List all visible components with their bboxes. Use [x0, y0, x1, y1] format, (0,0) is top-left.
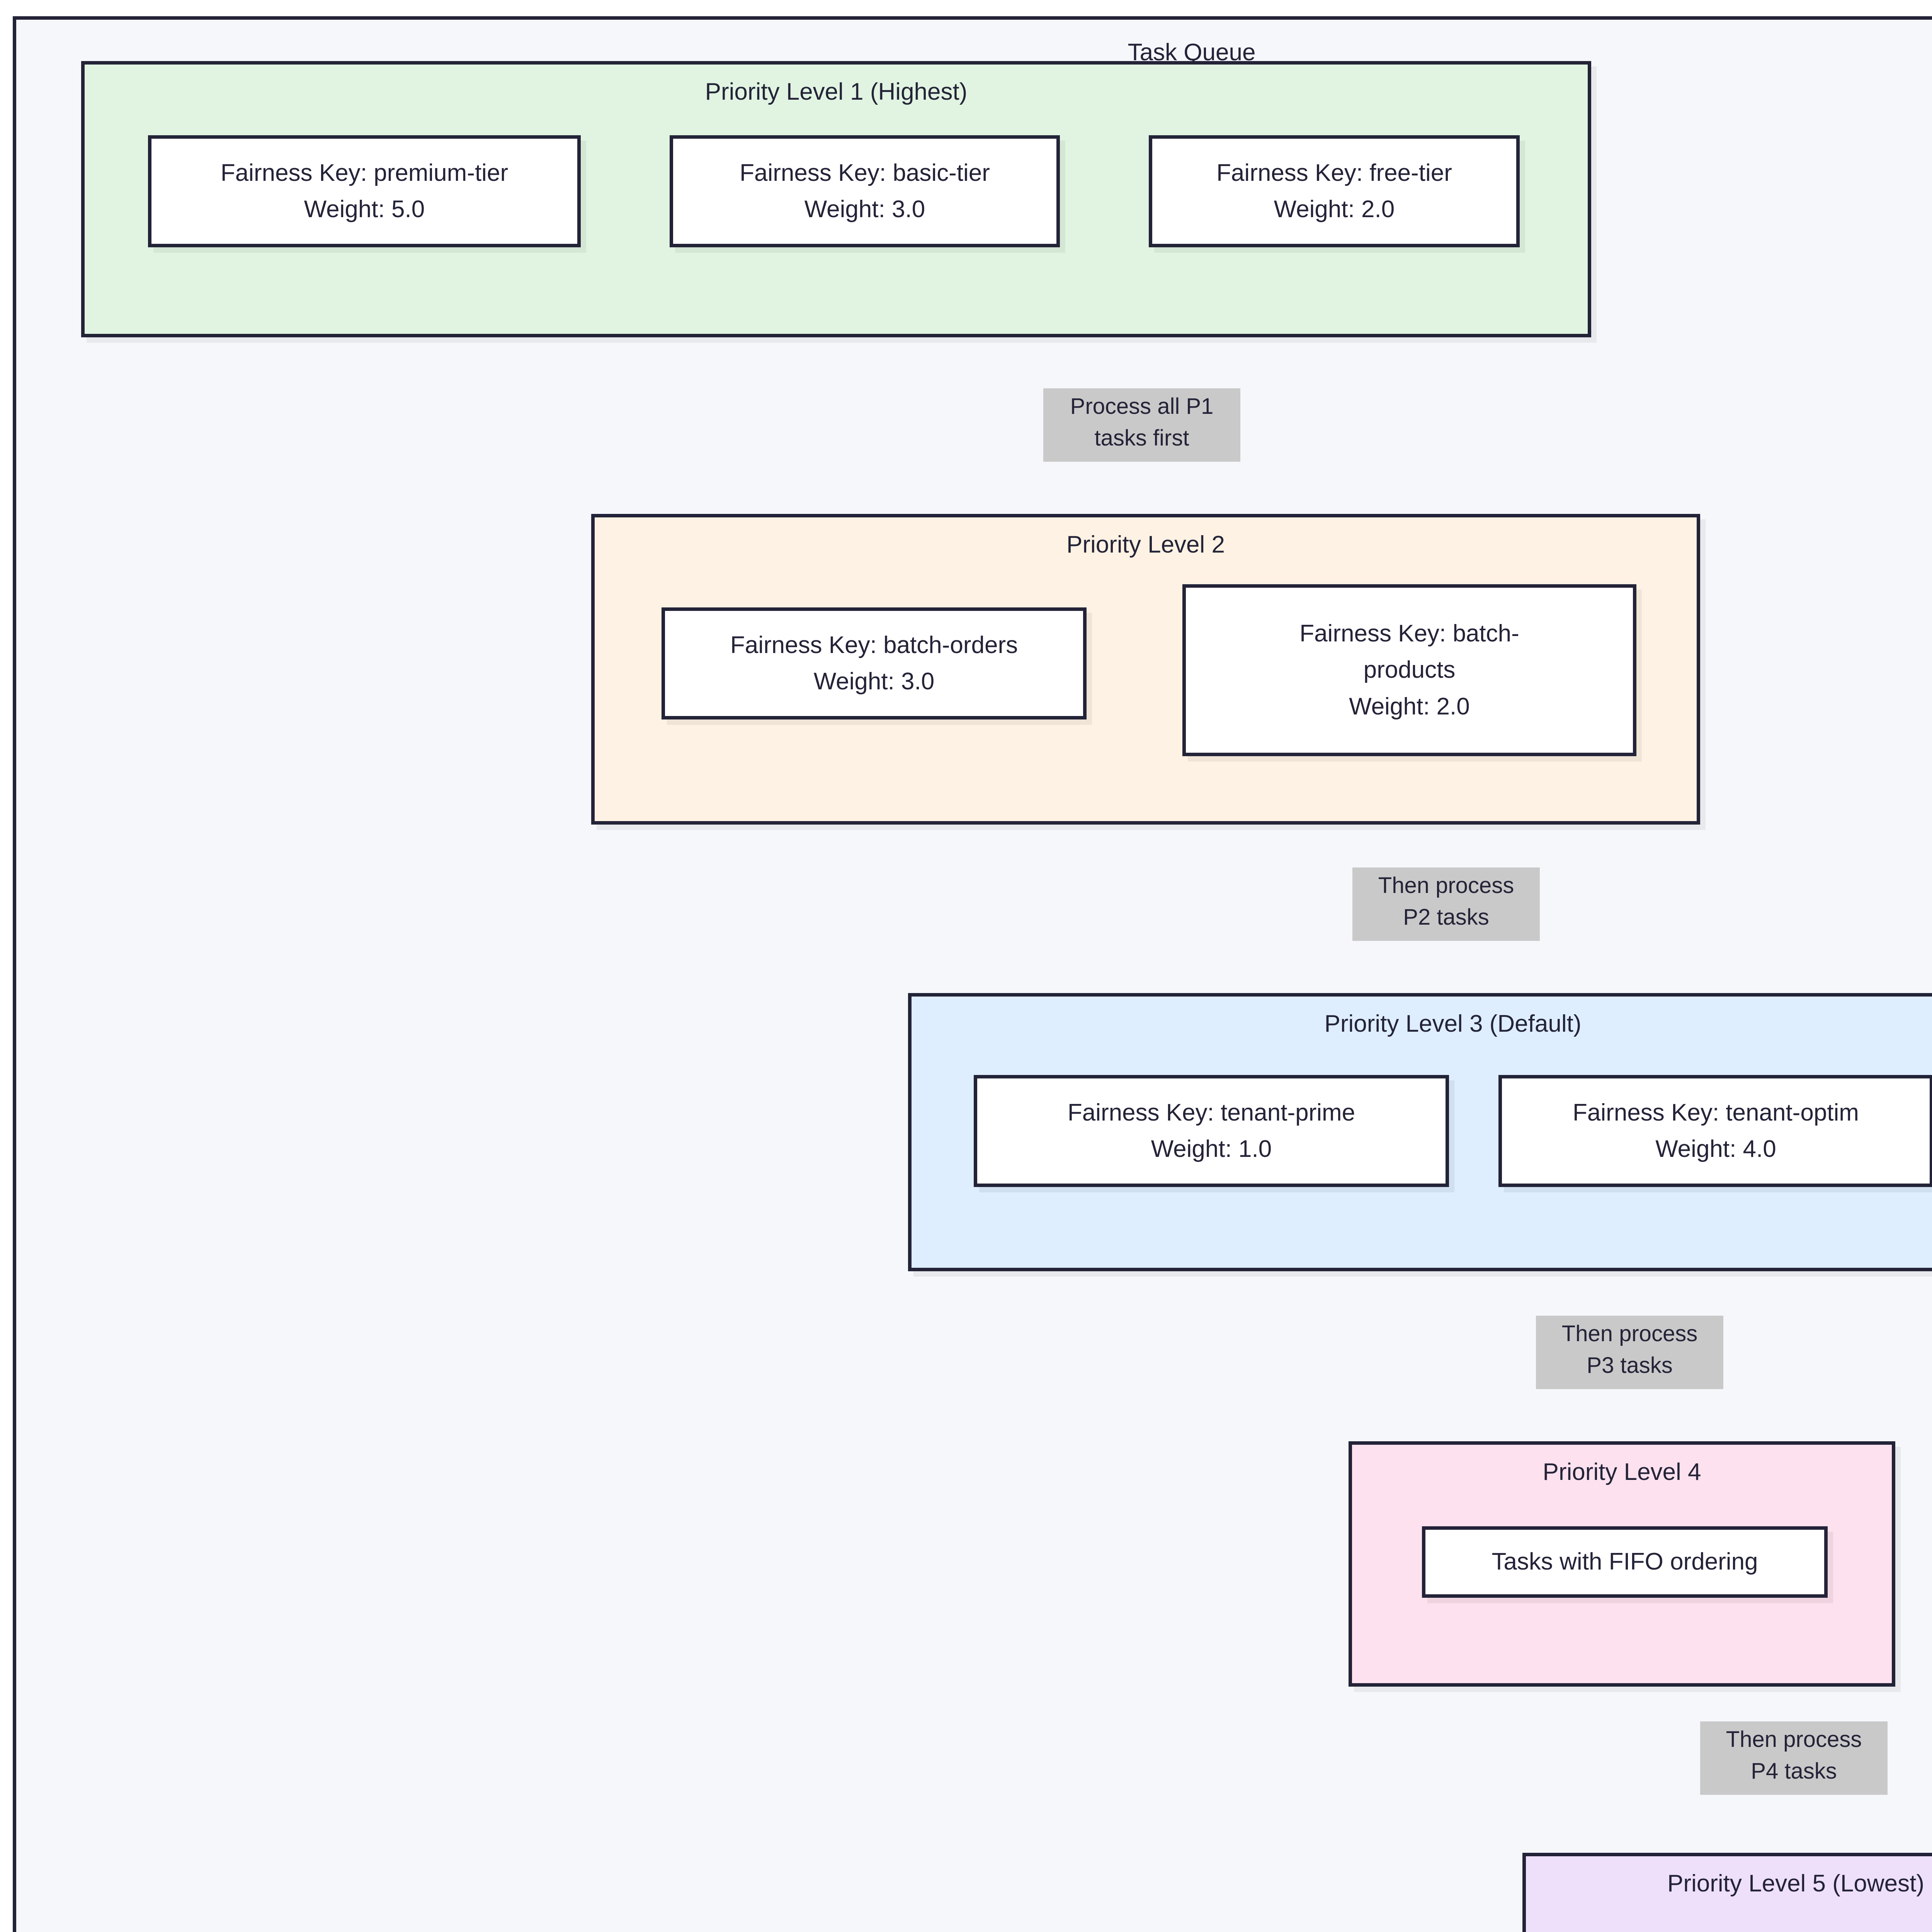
fairness-key-label: Fairness Key: basic-tier: [740, 159, 990, 186]
edge-label-then-process-p2: Then process P2 tasks: [1352, 867, 1540, 941]
fairness-key-label: Fairness Key: tenant-optim: [1573, 1099, 1859, 1126]
fairness-weight-label: Weight: 2.0: [1274, 196, 1395, 223]
node-fairness-batch-orders[interactable]: Fairness Key: batch-orders Weight: 3.0: [662, 607, 1087, 719]
cluster-title-task-queue: Task Queue: [1128, 39, 1256, 66]
fairness-weight-label: Weight: 4.0: [1655, 1136, 1776, 1162]
fairness-key-label: Fairness Key: batch-: [1299, 620, 1519, 647]
cluster-priority-5[interactable]: Priority Level 5 (Lowest): [1522, 1853, 1932, 1932]
cluster-title-priority-4: Priority Level 4: [1543, 1459, 1701, 1485]
edge-label-process-all-p1: Process all P1 tasks first: [1043, 388, 1240, 462]
cluster-title-priority-5: Priority Level 5 (Lowest): [1667, 1870, 1925, 1897]
node-fairness-tenant-prime[interactable]: Fairness Key: tenant-prime Weight: 1.0: [974, 1075, 1449, 1187]
node-p4-fifo-tasks[interactable]: Tasks with FIFO ordering: [1422, 1526, 1828, 1598]
fairness-key-label: Fairness Key: batch-orders: [730, 631, 1018, 658]
fairness-key-label-cont: products: [1363, 656, 1456, 684]
fairness-key-label: Fairness Key: premium-tier: [220, 159, 509, 186]
fairness-key-label: Fairness Key: tenant-prime: [1067, 1099, 1355, 1126]
cluster-title-priority-1: Priority Level 1 (Highest): [705, 78, 968, 105]
cluster-title-priority-2: Priority Level 2: [1066, 531, 1225, 558]
node-fairness-premium-tier[interactable]: Fairness Key: premium-tier Weight: 5.0: [148, 135, 581, 247]
cluster-title-priority-3: Priority Level 3 (Default): [1324, 1010, 1582, 1037]
fairness-weight-label: Weight: 2.0: [1349, 693, 1470, 720]
node-fairness-batch-products[interactable]: Fairness Key: batch- products Weight: 2.…: [1182, 584, 1636, 756]
edge-label-then-process-p3: Then process P3 tasks: [1536, 1316, 1723, 1389]
node-fairness-tenant-optim[interactable]: Fairness Key: tenant-optim Weight: 4.0: [1498, 1075, 1932, 1187]
fairness-weight-label: Weight: 3.0: [813, 668, 935, 695]
edge-label-then-process-p4: Then process P4 tasks: [1700, 1721, 1888, 1795]
node-fairness-basic-tier[interactable]: Fairness Key: basic-tier Weight: 3.0: [670, 135, 1060, 247]
fairness-weight-label: Weight: 5.0: [304, 196, 425, 223]
fairness-weight-label: Weight: 3.0: [804, 196, 925, 223]
fairness-key-label: Fairness Key: free-tier: [1216, 159, 1452, 186]
node-fairness-free-tier[interactable]: Fairness Key: free-tier Weight: 2.0: [1149, 135, 1520, 247]
fairness-weight-label: Weight: 1.0: [1151, 1136, 1272, 1162]
